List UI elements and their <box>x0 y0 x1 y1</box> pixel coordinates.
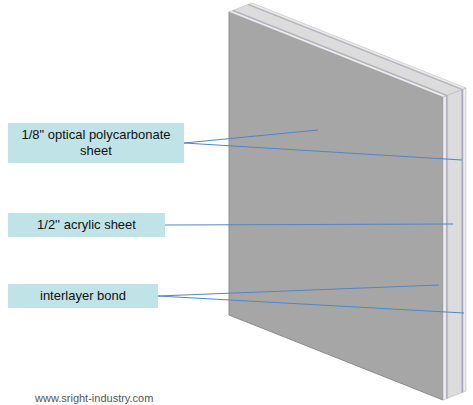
layer-band <box>232 10 447 95</box>
panel-edge-layers <box>443 88 466 400</box>
callout-box: 1/2'' acrylic sheet <box>8 213 165 237</box>
leader-line <box>158 285 439 296</box>
layer-band <box>248 4 463 89</box>
layer-band <box>249 3 466 89</box>
layer-band <box>234 5 462 96</box>
layer-band <box>463 88 466 392</box>
layer-band <box>229 11 446 97</box>
callout-text: 1/2'' acrylic sheet <box>14 217 159 233</box>
callout-text: 1/8" optical polycarbonate sheet <box>14 127 178 159</box>
watermark: www.sright-industry.com <box>35 392 153 404</box>
panel-top-layers <box>229 3 466 97</box>
leader-line <box>165 224 453 225</box>
leader-line <box>158 296 464 313</box>
leader-line <box>184 143 462 160</box>
callout-box: interlayer bond <box>8 284 158 308</box>
callout-text: interlayer bond <box>14 288 152 304</box>
leader-line <box>184 130 318 143</box>
layer-band <box>443 96 446 400</box>
callout-box: 1/8" optical polycarbonate sheet <box>8 123 184 163</box>
layer-band <box>448 90 462 399</box>
